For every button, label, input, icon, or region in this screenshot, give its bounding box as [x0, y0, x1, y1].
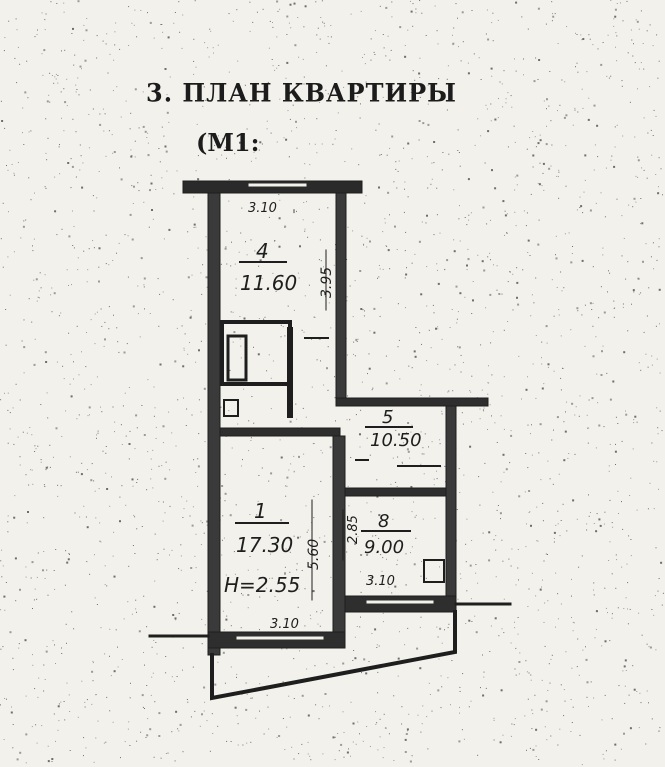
- wall-right: [445, 405, 457, 601]
- wall-room4-right: [335, 192, 347, 399]
- balcony-outline: [210, 610, 457, 701]
- bathtub: [226, 334, 248, 382]
- wall-top: [182, 180, 363, 194]
- wall-room5-top: [335, 397, 489, 407]
- room5-area: 10.50: [370, 430, 422, 451]
- dim-room4-height: 3.95: [319, 267, 335, 298]
- dim-room8-width: 3.10: [366, 574, 395, 589]
- wall-room5-room8: [344, 487, 447, 497]
- ceiling-height: Н=2.55: [224, 573, 300, 597]
- dim-room8-height: 2.85: [346, 515, 361, 544]
- wall-room1-bottom: [207, 631, 346, 649]
- dim-room1-height: 5.60: [306, 539, 322, 570]
- kitchen-stove: [423, 559, 445, 583]
- dim-top-width: 3.10: [248, 201, 277, 216]
- room1-number: 1: [254, 499, 267, 523]
- room4-area: 11.60: [240, 271, 297, 295]
- wall-room1-top: [219, 427, 341, 437]
- wc: [223, 399, 239, 417]
- room8-number: 8: [378, 511, 389, 532]
- room4-number: 4: [256, 239, 269, 263]
- page-title: 3. ПЛАН КВАРТИРЫ: [146, 77, 458, 108]
- wall-room8-bottom: [344, 595, 457, 613]
- room8-area: 9.00: [364, 537, 404, 558]
- wall-left: [207, 192, 221, 656]
- room5-number: 5: [382, 407, 393, 428]
- room1-area: 17.30: [236, 533, 293, 557]
- scale-label: (М1:: [196, 128, 260, 157]
- bathroom-block: [220, 320, 292, 386]
- dim-bottom-width: 3.10: [270, 617, 299, 632]
